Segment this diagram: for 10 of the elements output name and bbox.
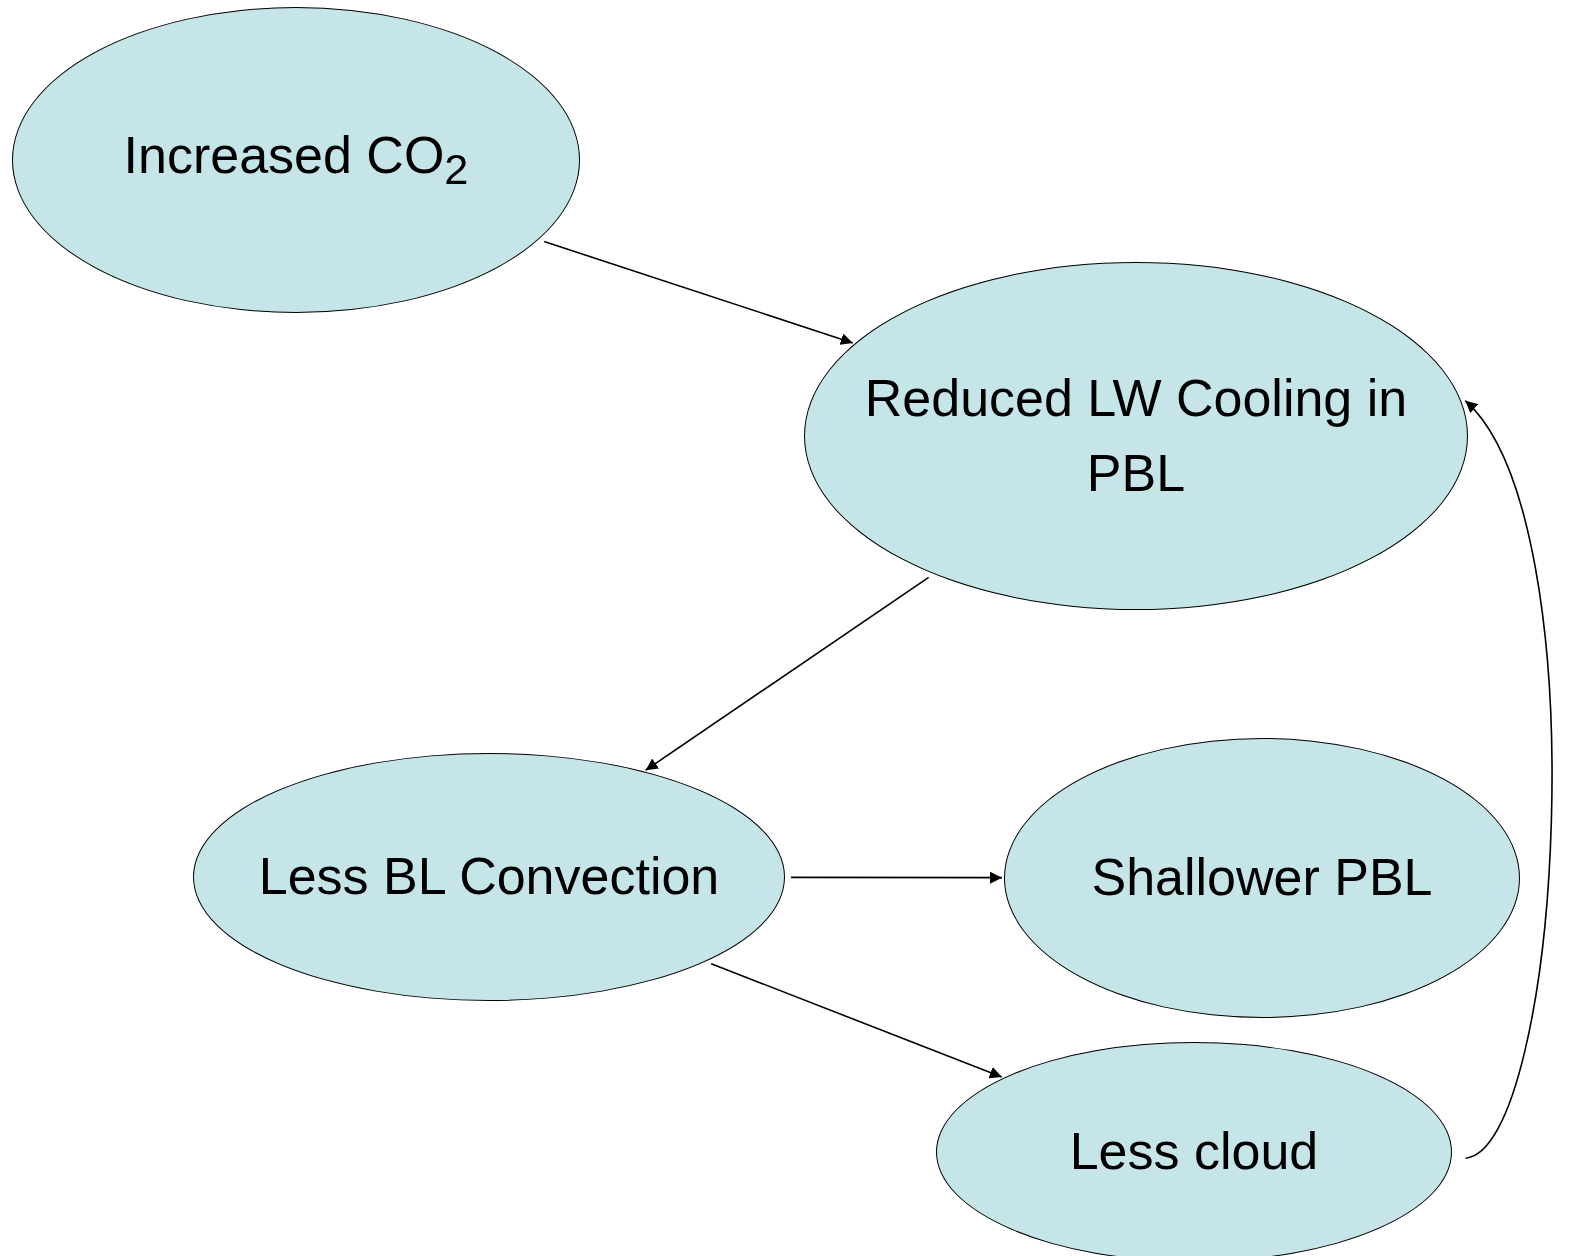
node-label: Less cloud [1069,1121,1319,1183]
arrow [790,871,1003,884]
arrow [1464,399,1553,1159]
node-label: Less BL Convection [258,846,720,908]
node-label: Increased CO$_{2}$ [123,125,469,196]
arrow [710,962,1003,1079]
arrow [543,240,854,345]
node-label: Reduced LW Cooling in PBL [863,367,1409,504]
arrow [644,576,930,772]
node-label: Shallower PBL [1091,847,1433,909]
